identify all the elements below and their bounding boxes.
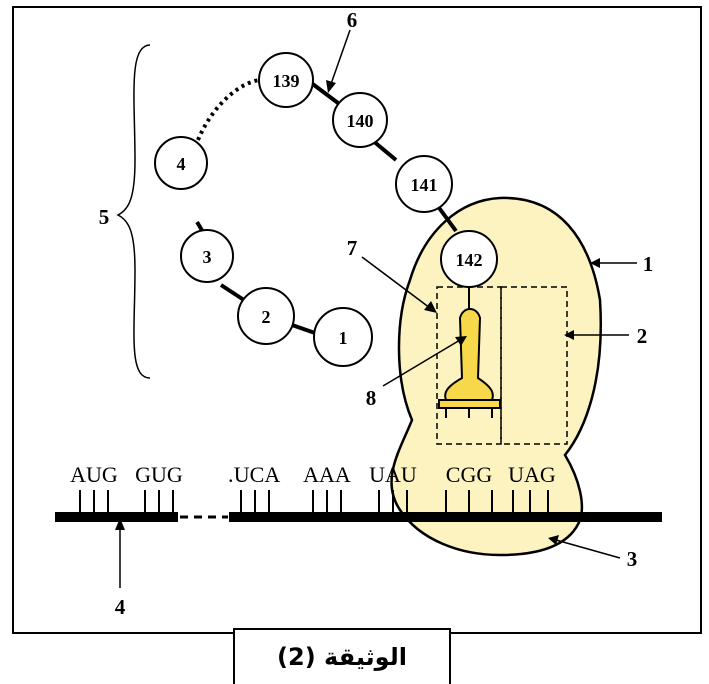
site-a: [500, 286, 568, 445]
trna: [444, 308, 494, 401]
amino-acid-4: 4: [177, 154, 186, 174]
label-4: 4: [115, 595, 126, 619]
codon-uau: UAU: [369, 462, 417, 487]
amino-acid-1: 1: [339, 328, 348, 348]
codon-dot: .: [228, 462, 234, 487]
amino-acid-2: 2: [262, 307, 271, 327]
peptide-brace: [116, 44, 151, 379]
codon-aaa: AAA: [303, 462, 351, 487]
amino-acid-140: 140: [347, 111, 374, 131]
label-1: 1: [643, 252, 654, 276]
amino-acid-3: 3: [203, 247, 212, 267]
chain-gap: [196, 78, 263, 141]
label-7: 7: [347, 236, 358, 260]
codon-aug: AUG: [70, 462, 118, 487]
amino-acid-141: 141: [411, 175, 438, 195]
codon-uag: UAG: [508, 462, 556, 487]
label-5: 5: [99, 205, 110, 229]
amino-acid-139: 139: [273, 71, 300, 91]
ribosome: [390, 196, 602, 557]
label-3: 3: [627, 547, 638, 571]
figure-caption: الوثيقة (2): [277, 643, 407, 671]
label-8: 8: [366, 386, 377, 410]
codon-uca: UCA: [234, 462, 281, 487]
caption-box: الوثيقة (2): [233, 628, 451, 684]
codon-gug: GUG: [135, 462, 183, 487]
label-2: 2: [637, 324, 648, 348]
label-6: 6: [347, 8, 358, 32]
amino-acid-142: 142: [456, 250, 483, 270]
trna-anticodon: [438, 399, 501, 409]
codon-cgg: CGG: [446, 462, 493, 487]
